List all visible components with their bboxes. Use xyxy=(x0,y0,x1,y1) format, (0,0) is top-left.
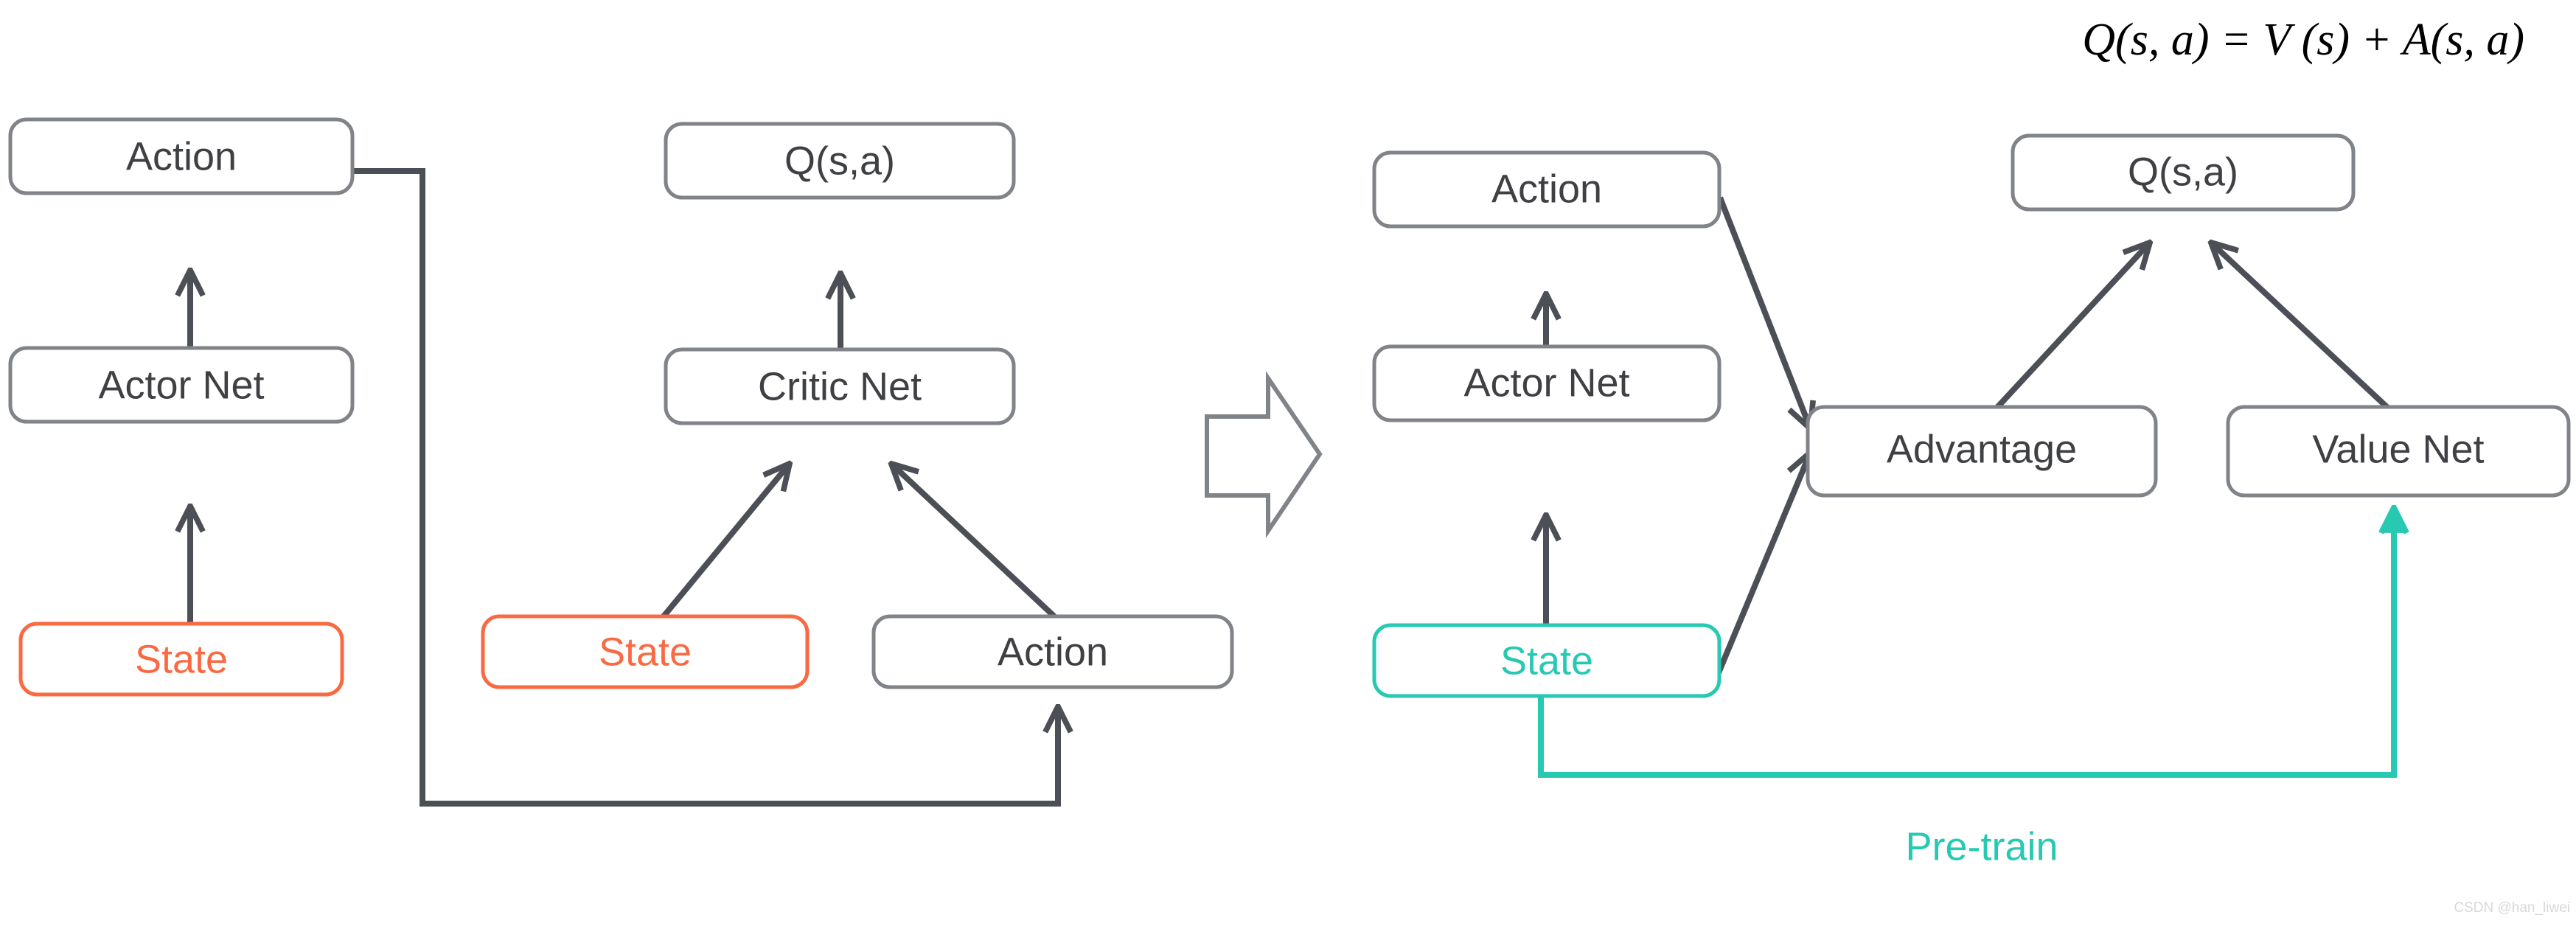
edge-critic-action-to-critic-net xyxy=(892,464,1056,619)
node-right-actor-net-box[interactable] xyxy=(1372,344,1722,422)
edge-critic-state-to-critic-net xyxy=(661,464,789,619)
node-left-state-box[interactable] xyxy=(18,622,344,697)
node-right-q-value-label: Q(s,a) xyxy=(2128,150,2238,194)
node-right-action-label: Action xyxy=(1491,167,1602,211)
node-right-state-label: State xyxy=(1500,638,1593,683)
node-right-action-box[interactable] xyxy=(1372,150,1722,229)
edge-left-action-to-critic-action xyxy=(352,168,1058,807)
dueling-formula: Q(s, a) = V (s) + A(s, a) xyxy=(2082,15,2524,65)
node-critic-net-label: Critic Net xyxy=(758,364,922,408)
node-value-net-label: Value Net xyxy=(2312,427,2484,471)
node-right-state-box[interactable] xyxy=(1372,623,1722,698)
node-critic-net-box[interactable] xyxy=(664,347,1016,425)
node-right-actor-net-label: Actor Net xyxy=(1463,361,1629,405)
edge-right-state-to-advantage xyxy=(1715,453,1810,676)
node-value-net-box[interactable] xyxy=(2226,405,2571,498)
node-right-q-value-box[interactable] xyxy=(2011,133,2356,212)
edge-right-action-to-advantage xyxy=(1717,196,1810,428)
node-critic-state-box[interactable] xyxy=(481,614,810,689)
node-critic-q-value-box[interactable] xyxy=(664,122,1016,200)
transform-right-arrow-icon xyxy=(1205,371,1323,538)
edge-pretrain-state-to-value-net xyxy=(1538,509,2394,778)
node-left-action-box[interactable] xyxy=(8,117,355,195)
node-left-actor-net-label: Actor Net xyxy=(98,363,264,407)
watermark-text: CSDN @han_liwei xyxy=(2454,900,2570,916)
node-left-action-label: Action xyxy=(126,134,237,178)
node-left-state-label: State xyxy=(135,637,228,681)
edge-advantage-to-q-value xyxy=(1981,243,2149,425)
node-critic-action-label: Action xyxy=(998,630,1108,674)
edge-value-net-to-q-value xyxy=(2212,243,2406,425)
node-advantage-box[interactable] xyxy=(1806,405,2158,498)
node-critic-action-box[interactable] xyxy=(871,614,1234,689)
node-critic-q-value-label: Q(s,a) xyxy=(784,139,895,183)
node-left-actor-net-box[interactable] xyxy=(8,346,355,424)
pretrain-label: Pre-train xyxy=(1905,824,2058,868)
node-critic-state-label: State xyxy=(599,630,692,674)
node-advantage-label: Advantage xyxy=(1887,427,2077,471)
